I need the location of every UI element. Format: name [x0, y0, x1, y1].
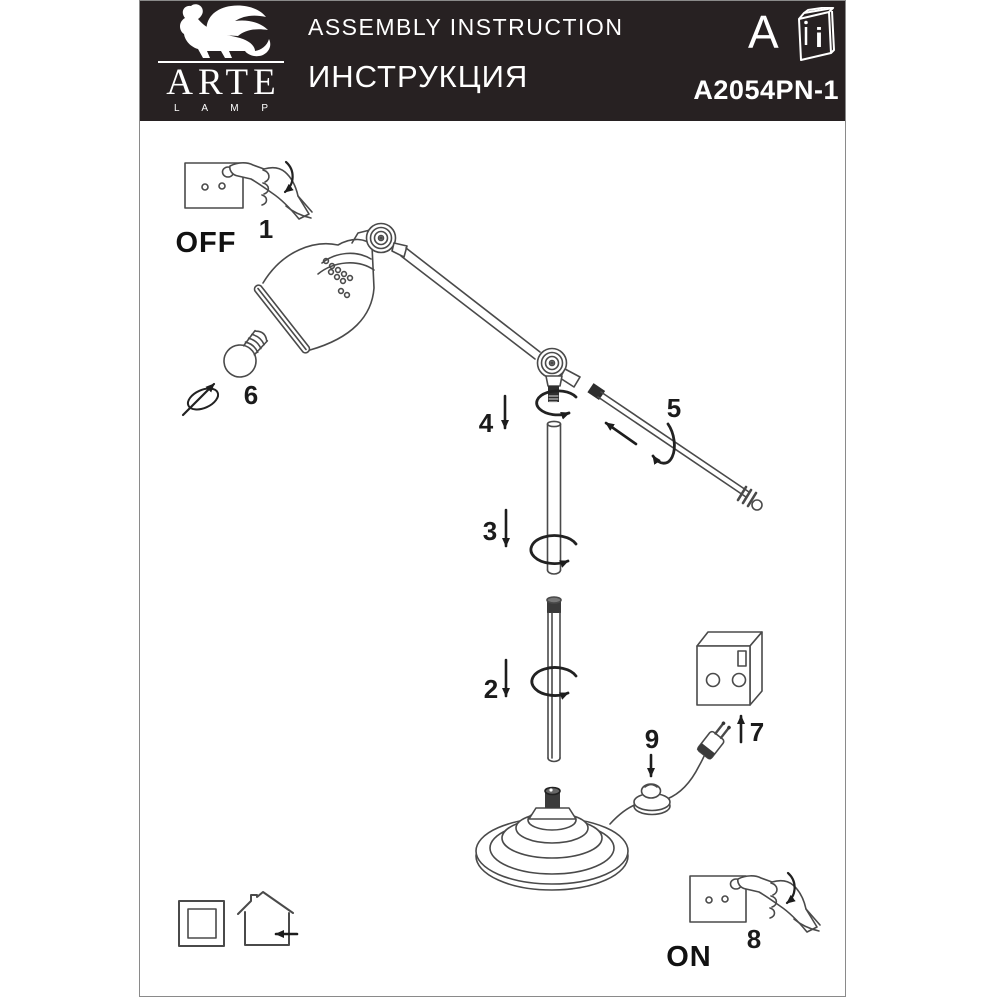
- step-label-6: 6: [244, 380, 258, 410]
- wall-switch-on-illustration: [689, 871, 821, 933]
- head-pivot-joint: [365, 222, 397, 254]
- brand-subname: L A M P: [173, 103, 279, 114]
- shade-rim: [253, 284, 311, 354]
- lamp-arm: [400, 247, 541, 360]
- brand-name: ARTE: [166, 62, 281, 103]
- model-number: A2054PN-1: [693, 75, 839, 105]
- framed-square-icon: [178, 900, 225, 947]
- off-label: OFF: [176, 227, 237, 259]
- foot-switch: [633, 783, 671, 816]
- power-plug: [696, 721, 731, 760]
- house-indoor-use-icon: [237, 891, 299, 946]
- lamp-base: [475, 786, 629, 891]
- counterweight-rod: [587, 383, 763, 511]
- insert-arrow-icon: [604, 421, 638, 446]
- hand-icon: [229, 162, 313, 220]
- screw-in-rotation-icon: [181, 382, 220, 417]
- step-label-3: 3: [483, 516, 497, 546]
- brand-logo: ARTE L A M P: [154, 3, 288, 121]
- shade-dome: [262, 238, 375, 351]
- rotation-arrow-icon: [530, 666, 578, 700]
- step-label-5: 5: [667, 393, 681, 423]
- shade-vent-holes: [322, 257, 354, 299]
- switch-plate: [689, 875, 747, 923]
- step4-annotation: [501, 389, 578, 430]
- wall-switch-off-illustration: [184, 160, 313, 220]
- header-bar: ARTE L A M P ASSEMBLY INSTRUCTION ИНСТРУ…: [140, 1, 845, 121]
- wall-outlet: [696, 631, 763, 706]
- arte-winged-lion-icon: [180, 4, 271, 58]
- rotate-arrow-icon: [283, 160, 294, 194]
- hand-icon: [737, 875, 821, 933]
- rotation-arrow-icon: [535, 389, 578, 420]
- lower-pole: [546, 596, 562, 763]
- instruction-booklet-icon: i: [790, 5, 840, 66]
- switch-plate: [184, 162, 244, 209]
- threaded-stud: [548, 386, 559, 402]
- light-bulb: [181, 329, 269, 417]
- step-label-4: 4: [479, 408, 494, 438]
- step-label-2: 2: [484, 674, 498, 704]
- rotation-arrow-icon: [651, 422, 676, 465]
- on-label: ON: [666, 941, 712, 973]
- rotation-arrow-icon: [529, 534, 578, 568]
- step-label-1: 1: [259, 214, 273, 244]
- step2-annotation: [502, 658, 578, 700]
- step-label-7: 7: [750, 717, 764, 747]
- logo-rule: [158, 61, 284, 63]
- step-label-8: 8: [747, 924, 761, 954]
- title-russian: ИНСТРУКЦИЯ: [308, 59, 529, 94]
- step3-annotation: [502, 508, 578, 568]
- elbow-joint: [536, 347, 581, 403]
- lamp-shade: [253, 222, 408, 354]
- manual-letter: i: [815, 22, 823, 53]
- title-english: ASSEMBLY INSTRUCTION: [308, 14, 624, 40]
- upper-pole: [546, 420, 562, 575]
- step-label-9: 9: [645, 724, 659, 754]
- rotate-arrow-icon: [785, 871, 796, 905]
- page-letter: A: [748, 6, 779, 58]
